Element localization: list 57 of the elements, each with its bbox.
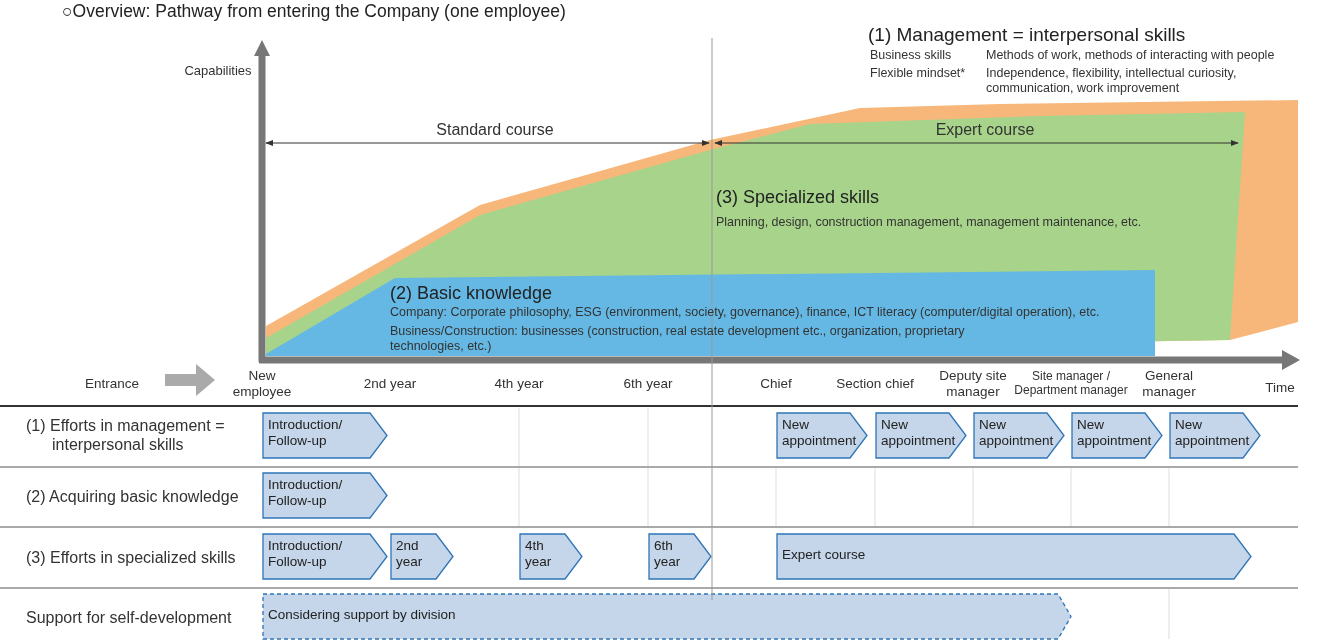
axis-label: Chief [760,376,792,393]
skill-description: Methods of work, methods of interacting with people [986,48,1275,63]
skill-term: Business skills [870,48,952,63]
step-text: Expert course [782,547,867,564]
area-heading: (3) Specialized skills [716,187,880,209]
axis-label: Site manager / Department manager [1013,369,1129,398]
chevron-step [262,472,388,519]
chevron-step [262,412,388,459]
chevron-step [1071,412,1163,459]
diagram-title: ○Overview: Pathway from entering the Company (one employee) [62,1,566,22]
axis-label: New employee [231,368,293,401]
row-heading: (1) Efforts in management = interpersonal skills [26,416,226,455]
step-text: New appointment [979,417,1055,450]
step-text: 6th year [654,538,682,571]
skill-area [266,110,1245,356]
chevron-step [648,533,712,580]
skill-area [266,268,1155,356]
area-heading: (1) Management = interpersonal skills [868,24,1186,47]
row-heading: (3) Efforts in specialized skills [26,548,236,568]
axis-label: Time [1265,380,1295,397]
chevron-step [776,533,1252,580]
chevron-step [776,412,868,459]
axis-label: Deputy site manager [938,368,1008,401]
chevron-step [973,412,1065,459]
step-text: New appointment [1077,417,1153,450]
chevron-step [390,533,454,580]
step-text: New appointment [1175,417,1251,450]
step-text: Considering support by division [268,607,457,624]
chevron-step [262,533,388,580]
row-heading: Support for self-development [26,608,232,628]
axis-label: General manager [1141,368,1197,401]
chevron-step [519,533,583,580]
skill-term: Flexible mindset* [870,66,966,81]
step-text: Introduction/ Follow-up [268,417,344,450]
area-heading: (2) Basic knowledge [390,283,553,305]
axis-label: Capabilities [184,63,252,79]
axis-label: 4th year [494,376,544,393]
axis-label: 6th year [623,376,673,393]
course-label: Standard course [436,120,554,140]
step-text: Introduction/ Follow-up [268,477,344,510]
skill-description: Business/Construction: businesses (construction, real estate development etc., organization, proprietary technologies, etc.) [390,324,966,354]
step-text: 2nd year [396,538,424,571]
dashed-band [262,593,1072,640]
step-text: 4th year [525,538,553,571]
course-label: Expert course [935,120,1035,140]
axis-label: Entrance [85,376,139,393]
chevron-step [875,412,967,459]
axis-label: 2nd year [363,376,417,393]
row-heading: (2) Acquiring basic knowledge [26,487,239,507]
step-text: New appointment [881,417,957,450]
chevron-step [1169,412,1261,459]
skill-description: Planning, design, construction management, management maintenance, etc. [716,215,1142,230]
axis-label: Section chief [836,376,914,393]
step-text: Introduction/ Follow-up [268,538,344,571]
skill-description: Company: Corporate philosophy, ESG (environment, society, governance), finance, ICT literacy (computer/digital operation), etc. [390,305,1100,320]
skill-description: Independence, flexibility, intellectual curiosity, communication, work improvement [986,66,1238,96]
step-text: New appointment [782,417,858,450]
